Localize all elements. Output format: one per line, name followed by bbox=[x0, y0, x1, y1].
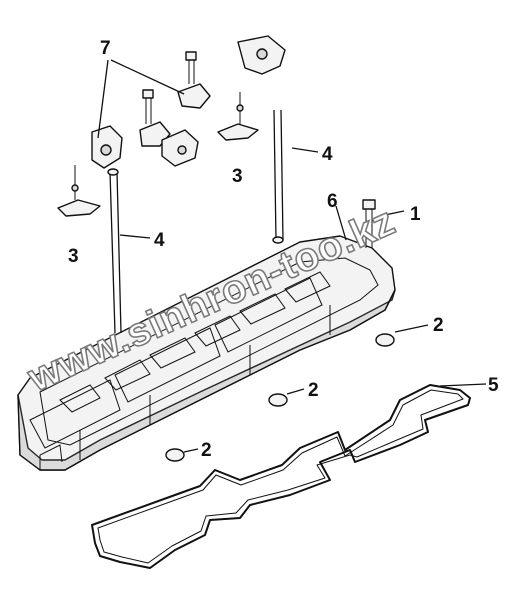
grommet bbox=[268, 393, 288, 407]
pedestal-bolt bbox=[142, 89, 154, 124]
callout-2: 2 bbox=[308, 380, 319, 401]
valve-cover-gasket bbox=[91, 384, 471, 569]
rocker-pedestal bbox=[177, 83, 211, 109]
cover-bolt bbox=[362, 199, 376, 248]
callout-4: 4 bbox=[322, 144, 333, 165]
callout-4: 4 bbox=[154, 230, 165, 251]
rocker-pedestal bbox=[161, 129, 199, 167]
callout-2: 2 bbox=[201, 440, 212, 461]
callout-2: 2 bbox=[433, 315, 444, 336]
push-rod bbox=[107, 168, 122, 334]
leader-lines bbox=[97, 59, 487, 453]
rocker-arm bbox=[57, 165, 101, 217]
rocker-pedestal bbox=[91, 125, 123, 169]
callout-7: 7 bbox=[100, 38, 111, 59]
callout-3: 3 bbox=[68, 246, 79, 267]
rocker-pedestal bbox=[237, 35, 286, 75]
callout-5: 5 bbox=[488, 375, 499, 396]
callout-labels: 1 2 2 2 3 3 4 4 5 6 7 bbox=[68, 38, 499, 461]
callout-3: 3 bbox=[232, 166, 243, 187]
pedestal-bolt bbox=[185, 51, 197, 84]
push-rod bbox=[272, 109, 284, 244]
callout-6: 6 bbox=[327, 191, 338, 212]
rocker-arm bbox=[217, 92, 259, 141]
callout-1: 1 bbox=[410, 204, 421, 225]
grommet bbox=[375, 333, 395, 347]
grommet bbox=[165, 448, 185, 462]
valve-cover-housing bbox=[17, 235, 396, 471]
